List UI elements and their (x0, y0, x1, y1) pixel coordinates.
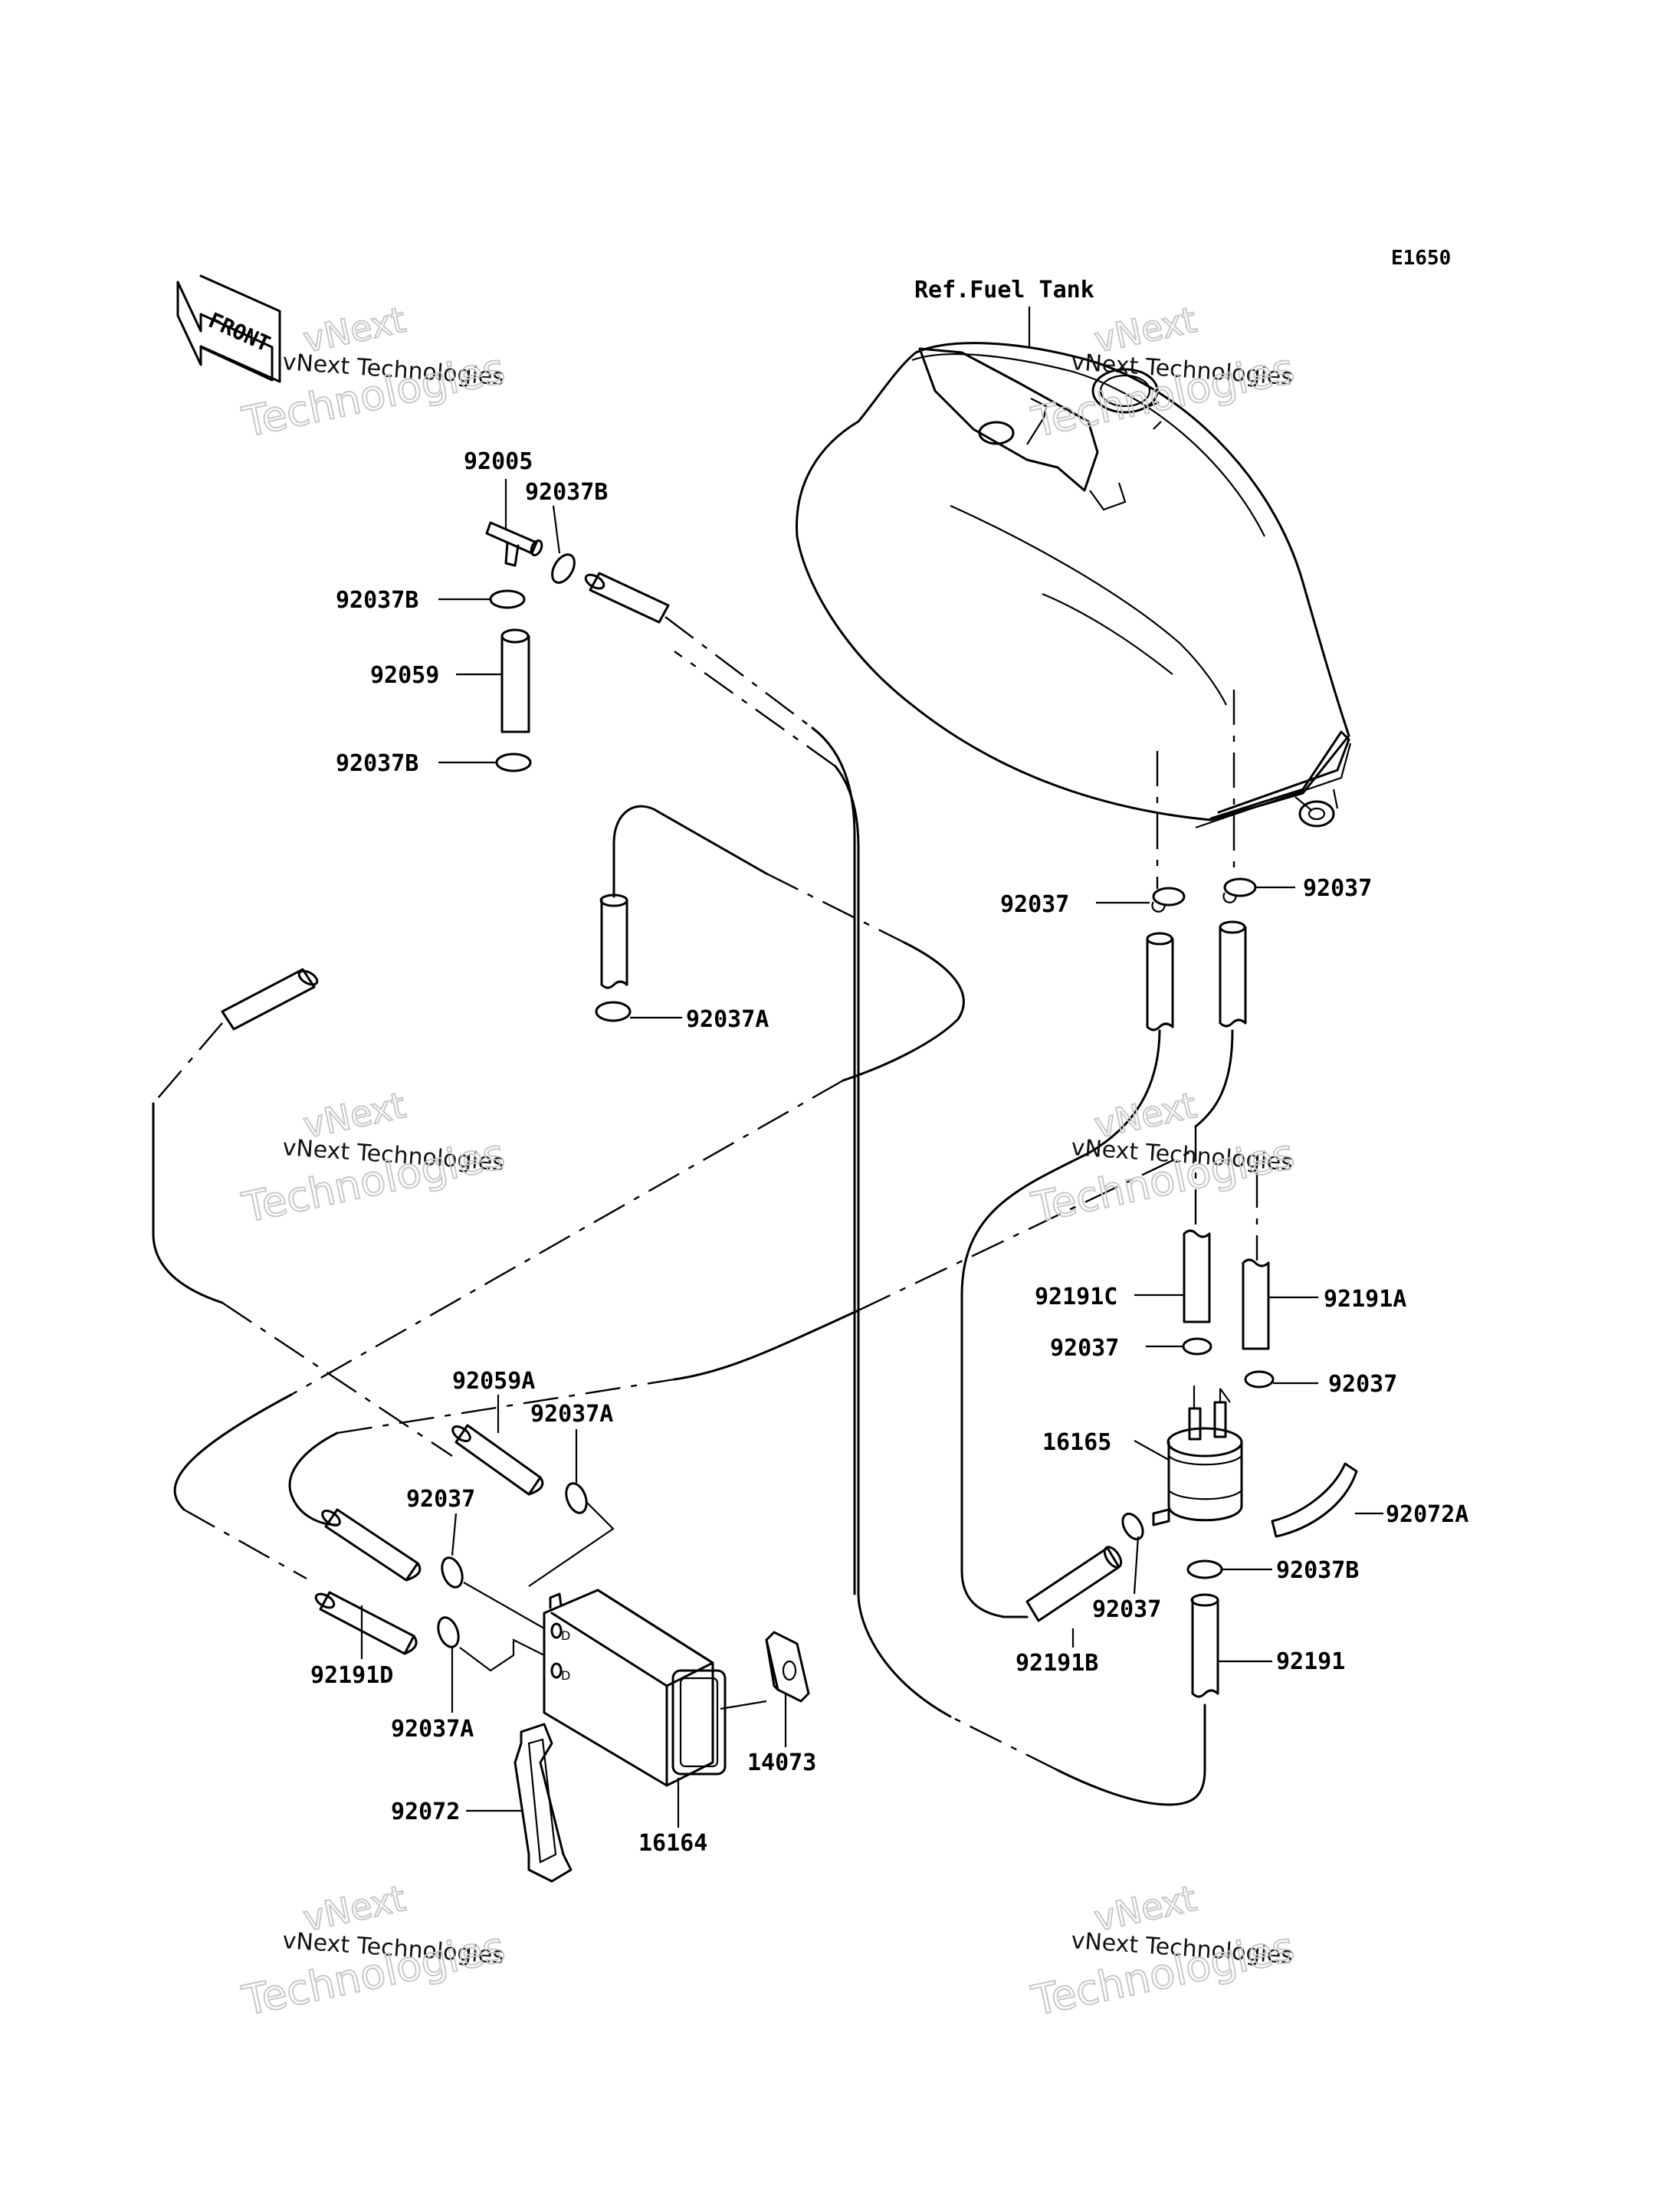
label-92037b-pump: 92037B (1276, 1557, 1359, 1584)
hose-clamp-92037a-upper (595, 1001, 632, 1022)
charcoal-canister: D D (543, 1589, 727, 1828)
label-92072a: 92072A (1386, 1501, 1468, 1528)
front-arrow-icon: FRONT (176, 274, 281, 383)
hose-92191 (674, 651, 1219, 1806)
label-92191b: 92191B (1016, 1650, 1098, 1677)
hose-clamp-left (1151, 887, 1186, 913)
hose-left-long (152, 968, 453, 1457)
part-labels: 92005 92037B 92037B 92059 92037B 92037 9… (310, 448, 1468, 1857)
vent-hose-top (584, 572, 856, 1595)
canister-hose-upper (321, 1508, 422, 1582)
hose-clamp-92037b-top (551, 553, 576, 584)
label-16165: 16165 (1042, 1429, 1111, 1456)
label-92037a-canister: 92037A (530, 1401, 613, 1428)
label-16164: 16164 (638, 1830, 707, 1857)
label-92037a-upper: 92037A (686, 1006, 769, 1033)
fuel-tank (796, 342, 1352, 889)
hose-92191c (1183, 1229, 1211, 1323)
tank-hose-right (1194, 920, 1247, 1230)
canister-strap-92072 (514, 1723, 573, 1883)
label-92037b-top: 92037B (525, 479, 608, 506)
watermark-bottom-left: vNext vNext Technologies Technologies (238, 1877, 510, 2026)
watermark-mid-right: vNext vNext Technologies Technologies (1027, 1084, 1299, 1233)
label-92005: 92005 (464, 448, 533, 475)
watermark-top-right: vNext vNext Technologies Technologies (1027, 298, 1299, 448)
label-92037a-lower: 92037A (391, 1716, 474, 1743)
leader-lines (360, 505, 1383, 1812)
label-92072: 92072 (391, 1799, 460, 1825)
hose-92059 (500, 628, 530, 733)
hose-clamp-d (1244, 1370, 1275, 1389)
label-14073: 14073 (747, 1749, 816, 1776)
svg-text:D: D (561, 1628, 570, 1643)
label-92037-d: 92037 (1328, 1371, 1397, 1398)
pump-bracket (1271, 1462, 1358, 1538)
watermark-bottom-right: vNext vNext Technologies Technologies (1027, 1877, 1299, 2026)
label-92037b-low: 92037B (336, 750, 418, 777)
hose-92191a (1242, 1172, 1270, 1350)
label-92191c: 92191C (1035, 1284, 1117, 1310)
label-92191d: 92191D (310, 1662, 393, 1689)
label-92059: 92059 (370, 662, 439, 689)
hose-92059a (451, 1424, 544, 1496)
ref-fuel-tank-label: Ref.Fuel Tank (914, 277, 1094, 303)
hose-92191b (1025, 1546, 1123, 1622)
hose-clamp-92037a-canister (528, 1482, 615, 1587)
label-92037-pump: 92037 (1092, 1596, 1161, 1623)
hose-route-mid (288, 1148, 1196, 1526)
hose-clamp-pump (1121, 1512, 1144, 1541)
label-92191: 92191 (1276, 1648, 1345, 1675)
label-92037-c: 92037 (1050, 1335, 1119, 1362)
fuel-pump (1152, 1385, 1243, 1526)
pipe-joint-92005 (485, 479, 543, 567)
hose-clamp-92037b-mid (489, 589, 526, 609)
watermark-mid-left: vNext vNext Technologies Technologies (238, 1084, 510, 1233)
hose-clamp-c (1182, 1337, 1212, 1356)
label-92037-canister: 92037 (406, 1486, 475, 1513)
hose-clamp-right (1222, 877, 1257, 903)
hose-clamp-pump-b (1186, 1559, 1223, 1579)
hose-92191d (314, 1591, 418, 1655)
svg-text:D: D (561, 1668, 570, 1683)
label-92037-left: 92037 (1000, 891, 1069, 918)
canister-bracket-14073 (720, 1631, 810, 1747)
hose-loop-upper (173, 805, 965, 1580)
label-92037b-mid: 92037B (336, 587, 418, 614)
hose-clamp-92037-canister (441, 1556, 545, 1629)
label-92037-right: 92037 (1303, 875, 1372, 902)
front-label: FRONT (205, 307, 274, 356)
hose-clamp-92037a-lower (437, 1616, 545, 1672)
label-92059a: 92059A (452, 1368, 535, 1395)
diagram-code: E1650 (1391, 247, 1451, 270)
tank-hose-left (960, 932, 1174, 1618)
hose-clamp-92037b-low (495, 753, 532, 772)
label-92191a: 92191A (1324, 1286, 1406, 1313)
